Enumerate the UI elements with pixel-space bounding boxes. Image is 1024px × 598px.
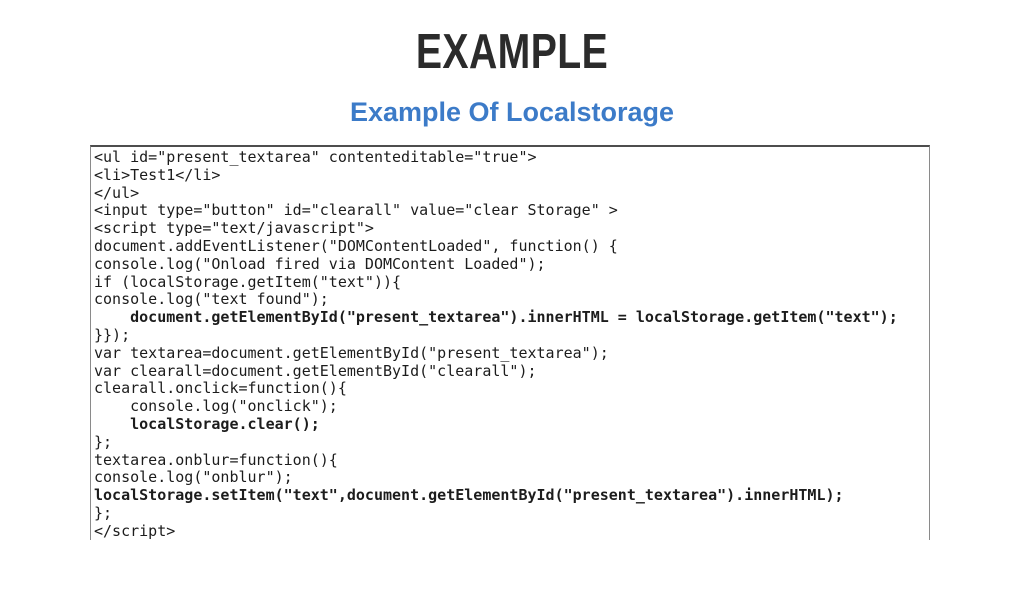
code-line: </ul> <box>94 183 140 202</box>
page-subtitle: Example Of Localstorage <box>349 97 675 127</box>
code-line: }}); <box>94 325 131 344</box>
code-line: <ul id="present_textarea" contenteditabl… <box>94 148 537 166</box>
code-line: if (localStorage.getItem("text")){ <box>94 272 402 291</box>
page-title: EXAMPLE <box>415 25 609 79</box>
code-line: }; <box>94 503 113 522</box>
code-line: </script> <box>94 521 176 540</box>
code-line: console.log("onclick"); <box>94 397 338 416</box>
code-line: <script type="text/javascript"> <box>94 219 374 238</box>
code-line: document.getElementById("present_textare… <box>94 308 898 327</box>
code-line: console.log("onblur"); <box>94 468 293 487</box>
code-block: <ul id="present_textarea" contenteditabl… <box>90 145 930 540</box>
code-line: console.log("Onload fired via DOMContent… <box>94 254 546 273</box>
code-line: console.log("text found"); <box>94 290 329 309</box>
code-line: textarea.onblur=function(){ <box>94 450 338 469</box>
code-line: document.addEventListener("DOMContentLoa… <box>94 236 618 255</box>
code-line: var textarea=document.getElementById("pr… <box>94 343 609 362</box>
code-line: var clearall=document.getElementById("cl… <box>94 361 537 380</box>
code-line: clearall.onclick=function(){ <box>94 379 347 398</box>
code-line: localStorage.setItem("text",document.get… <box>94 486 844 505</box>
code-line: localStorage.clear(); <box>94 414 320 433</box>
code-line: }; <box>94 432 113 451</box>
code-line: <li>Test1</li> <box>94 165 221 184</box>
code-line: <input type="button" id="clearall" value… <box>94 201 618 220</box>
